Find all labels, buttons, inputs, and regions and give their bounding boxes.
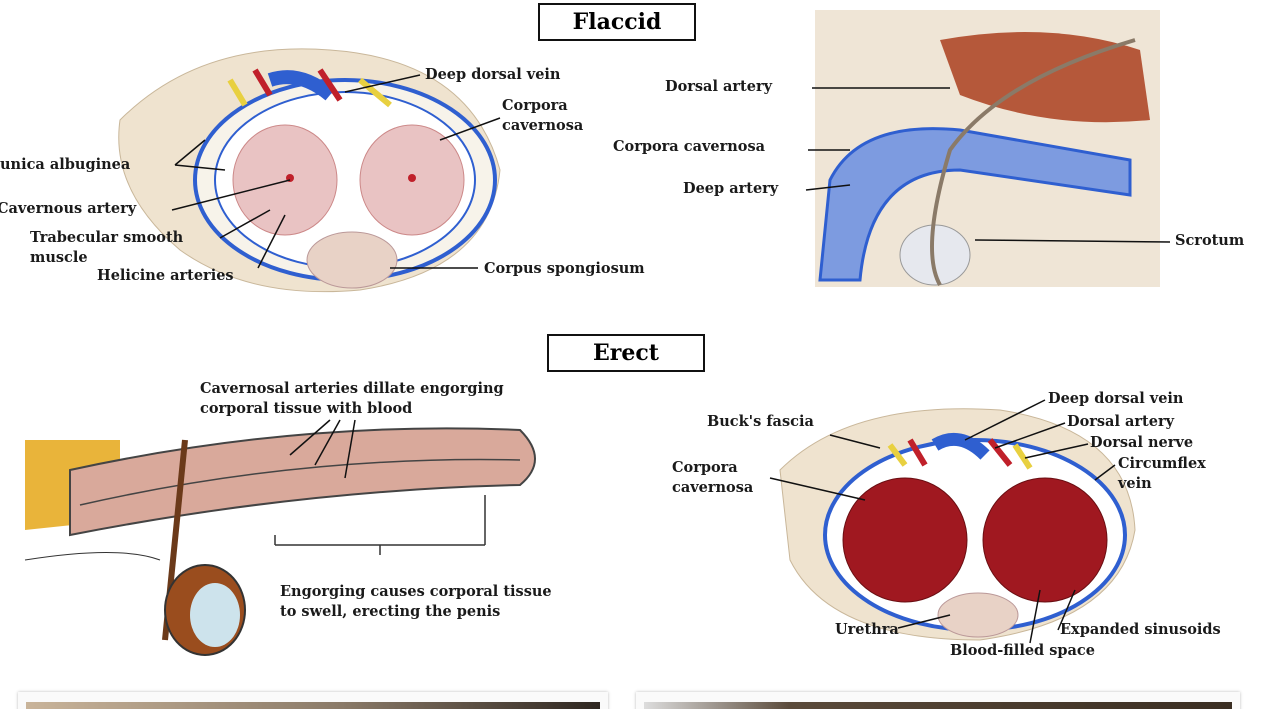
label-engorging-2: to swell, erecting the penis xyxy=(280,603,501,620)
label-dorsal-artery: Dorsal artery xyxy=(665,78,773,95)
label-muscle: muscle xyxy=(30,249,88,266)
label-cavernosa: cavernosa xyxy=(502,117,584,134)
label-corpus-spongiosum: Corpus spongiosum xyxy=(484,260,645,277)
label-vein: vein xyxy=(1118,475,1152,492)
photo xyxy=(26,702,600,709)
flaccid-cross-section xyxy=(118,48,501,293)
label-corpora: Corpora xyxy=(502,97,568,114)
label-erect-corpora: Corpora xyxy=(672,459,738,476)
flaccid-title: Flaccid xyxy=(538,3,696,41)
label-deep-dorsal-vein: Deep dorsal vein xyxy=(425,66,561,83)
label-urethra: Urethra xyxy=(835,621,899,638)
photo-card-right xyxy=(636,692,1240,709)
erect-title: Erect xyxy=(547,334,705,372)
label-helicine-arteries: Helicine arteries xyxy=(97,267,234,284)
label-cavernosal-2: corporal tissue with blood xyxy=(200,400,413,417)
flaccid-sagittal-view xyxy=(815,10,1160,287)
erect-cross-section xyxy=(779,408,1136,641)
label-cavernosal-1: Cavernosal arteries dillate engorging xyxy=(200,380,504,397)
photo xyxy=(644,702,1232,709)
label-deep-artery: Deep artery xyxy=(683,180,779,197)
label-bucks-fascia: Buck's fascia xyxy=(707,413,814,430)
photo-card-left xyxy=(18,692,608,709)
leader-lines xyxy=(171,74,1171,644)
label-circumflex: Circumflex xyxy=(1118,455,1206,472)
label-trabecular: Trabecular smooth xyxy=(30,229,184,246)
label-dorsal-nerve: Dorsal nerve xyxy=(1090,434,1194,451)
label-expanded-sinusoids: Expanded sinusoids xyxy=(1060,621,1221,638)
label-scrotum: Scrotum xyxy=(1175,232,1245,249)
label-erect-dorsal-artery: Dorsal artery xyxy=(1067,413,1175,430)
label-corpora-cavernosa: Corpora cavernosa xyxy=(613,138,766,155)
label-blood-filled-space: Blood-filled space xyxy=(950,642,1095,659)
label-tunica-albuginea: unica albuginea xyxy=(0,156,131,173)
label-cavernous-artery: Cavernous artery xyxy=(0,200,137,217)
label-erect-deep-dorsal-vein: Deep dorsal vein xyxy=(1048,390,1184,407)
label-erect-cavernosa: cavernosa xyxy=(672,479,754,496)
label-engorging-1: Engorging causes corporal tissue xyxy=(280,583,552,600)
erect-side-view xyxy=(24,427,536,656)
